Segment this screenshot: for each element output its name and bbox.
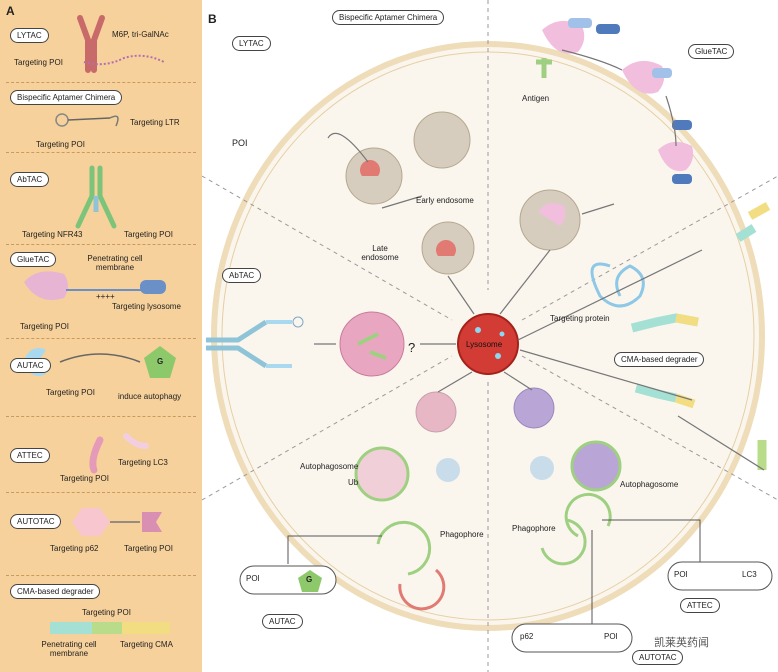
autophagosome-left-icon — [354, 391, 460, 611]
label-ub: Ub — [348, 478, 359, 487]
targeting-protein-icon — [590, 202, 771, 470]
label-targeting-poi: Targeting POI — [124, 230, 173, 239]
gluetac-endosome-icon — [519, 189, 581, 251]
abtac-antibody-icon — [206, 316, 304, 369]
label-autophagosome-right: Autophagosome — [620, 480, 679, 489]
divider — [6, 338, 196, 339]
attec-icon — [89, 433, 149, 474]
label-autophagosome-left: Autophagosome — [300, 462, 359, 471]
label-targeting-cma: Targeting CMA — [120, 640, 173, 649]
tag-cma: CMA-based degrader — [10, 584, 101, 599]
aptamer-chimera-icon — [55, 113, 119, 127]
tag-autac: AUTAC — [10, 358, 51, 373]
gluetac-complex-icon — [536, 18, 694, 184]
pill-autotac: AUTOTAC — [632, 650, 684, 665]
label-targeting-protein: Targeting protein — [550, 314, 610, 323]
label-lysosome: Lysosome — [466, 340, 503, 349]
divider — [6, 152, 196, 153]
label-charges: ++++ — [96, 292, 115, 301]
pill-autac: AUTAC — [262, 614, 303, 629]
pill-gluetac: GlueTAC — [688, 44, 735, 59]
label-m6p: M6P, tri-GalNAc — [112, 30, 169, 39]
label-targeting-poi: Targeting POI — [14, 58, 63, 67]
label-targeting-lc3: Targeting LC3 — [118, 458, 168, 467]
tag-autotac: AUTOTAC — [10, 514, 62, 529]
tag-bac: Bispecific Aptamer Chimera — [10, 90, 123, 105]
label-targeting-ltr: Targeting LTR — [130, 118, 180, 127]
pill-cma: CMA-based degrader — [614, 352, 705, 367]
label-attec-lc3: LC3 — [742, 570, 757, 579]
autotac-icon — [72, 508, 162, 536]
label-autac-g: G — [306, 575, 313, 584]
autophagosome-right-icon — [513, 387, 622, 566]
panel-a-letter: A — [6, 4, 15, 18]
label-early-endosome: Early endosome — [416, 196, 474, 205]
label-targeting-poi: Targeting POI — [124, 544, 173, 553]
early-endosome-icon — [345, 111, 475, 275]
label-targeting-poi: Targeting POI — [20, 322, 69, 331]
process-arrows — [314, 49, 765, 471]
label-autotac-poi: POI — [604, 632, 618, 641]
divider — [6, 82, 196, 83]
watermark: 凯莱英药闻 — [654, 637, 709, 649]
panel-b-graphics — [202, 0, 778, 672]
lytac-antibody-icon — [77, 15, 165, 73]
pill-bac: Bispecific Aptamer Chimera — [332, 10, 445, 25]
label-targeting-lysosome: Targeting lysosome — [112, 302, 181, 311]
panel-b-letter: B — [208, 12, 217, 26]
divider — [6, 244, 196, 245]
label-question: ? — [408, 340, 416, 355]
pill-lytac: LYTAC — [232, 36, 271, 51]
divider — [6, 416, 196, 417]
label-targeting-nfr43: Targeting NFR43 — [22, 230, 83, 239]
lysosome-icon — [457, 313, 519, 375]
panel-a: A — [0, 0, 202, 672]
tag-lytac: LYTAC — [10, 28, 49, 43]
divider — [6, 575, 196, 576]
abtac-antibody-icon — [75, 165, 117, 229]
gluetac-nanobody-icon — [24, 271, 166, 300]
callout-boxes — [239, 561, 773, 653]
label-targeting-poi: Targeting POI — [82, 608, 131, 617]
tag-attec: ATTEC — [10, 448, 50, 463]
tag-gluetac: GlueTAC — [10, 252, 57, 267]
label-poi: POI — [232, 138, 248, 148]
cma-bar-icon — [50, 622, 170, 634]
panel-b: B LYTAC Bispecific Aptamer Chimera GlueT… — [202, 0, 778, 672]
label-targeting-poi: Targeting POI — [60, 474, 109, 483]
label-antigen: Antigen — [522, 94, 550, 103]
sector-dividers — [202, 0, 778, 672]
callout-lines — [287, 519, 701, 630]
label-attec-poi: POI — [674, 570, 688, 579]
tag-abtac: AbTAC — [10, 172, 50, 187]
pill-abtac: AbTAC — [222, 268, 262, 283]
label-autac-poi: POI — [246, 574, 260, 583]
label-late-endosome: Late endosome — [361, 244, 399, 262]
label-targeting-poi: Targeting POI — [36, 140, 85, 149]
pill-attec: ATTEC — [680, 598, 720, 613]
label-penetrating: Penetrating cell membrane — [87, 254, 143, 272]
label-g: G — [157, 357, 164, 366]
label-phagophore-left: Phagophore — [440, 530, 484, 539]
label-targeting-poi: Targeting POI — [46, 388, 95, 397]
label-phagophore-right: Phagophore — [512, 524, 556, 533]
label-penetrating: Penetrating cell membrane — [41, 640, 97, 658]
label-induce-autophagy: induce autophagy — [118, 392, 182, 401]
divider — [6, 492, 196, 493]
label-targeting-p62: Targeting p62 — [50, 544, 99, 553]
abtac-vesicle-icon — [339, 311, 405, 377]
label-autotac-p62: p62 — [520, 632, 534, 641]
